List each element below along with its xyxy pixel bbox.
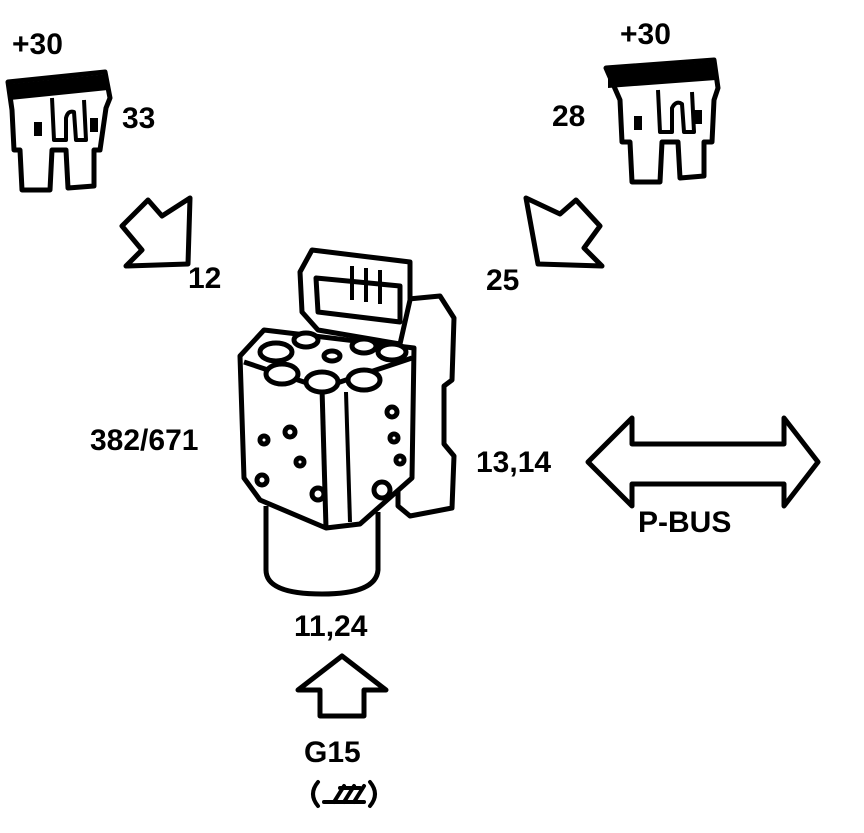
connector-label: 382/671 xyxy=(90,424,199,457)
bus-double-arrow-icon xyxy=(585,415,821,509)
bus-name-label: P-BUS xyxy=(638,506,732,539)
ground-symbol-icon xyxy=(311,780,377,808)
left-fuse-icon xyxy=(5,69,113,193)
left-power-pin-label: 12 xyxy=(188,262,222,295)
left-fuse-supply-label: +30 xyxy=(12,28,63,61)
right-fuse-supply-label: +30 xyxy=(620,18,671,51)
ground-pins-label: 11,24 xyxy=(294,610,368,643)
abs-module-icon xyxy=(237,247,457,597)
bus-pins-label: 13,14 xyxy=(476,446,552,479)
ground-point-label: G15 xyxy=(304,736,361,769)
ground-arrow-icon xyxy=(295,653,389,719)
right-power-arrow-icon xyxy=(523,195,605,269)
right-fuse-number-label: 28 xyxy=(552,100,586,133)
right-power-pin-label: 25 xyxy=(486,264,520,297)
left-power-arrow-icon xyxy=(119,195,193,269)
right-fuse-icon xyxy=(603,57,721,185)
left-fuse-number-label: 33 xyxy=(122,102,156,135)
